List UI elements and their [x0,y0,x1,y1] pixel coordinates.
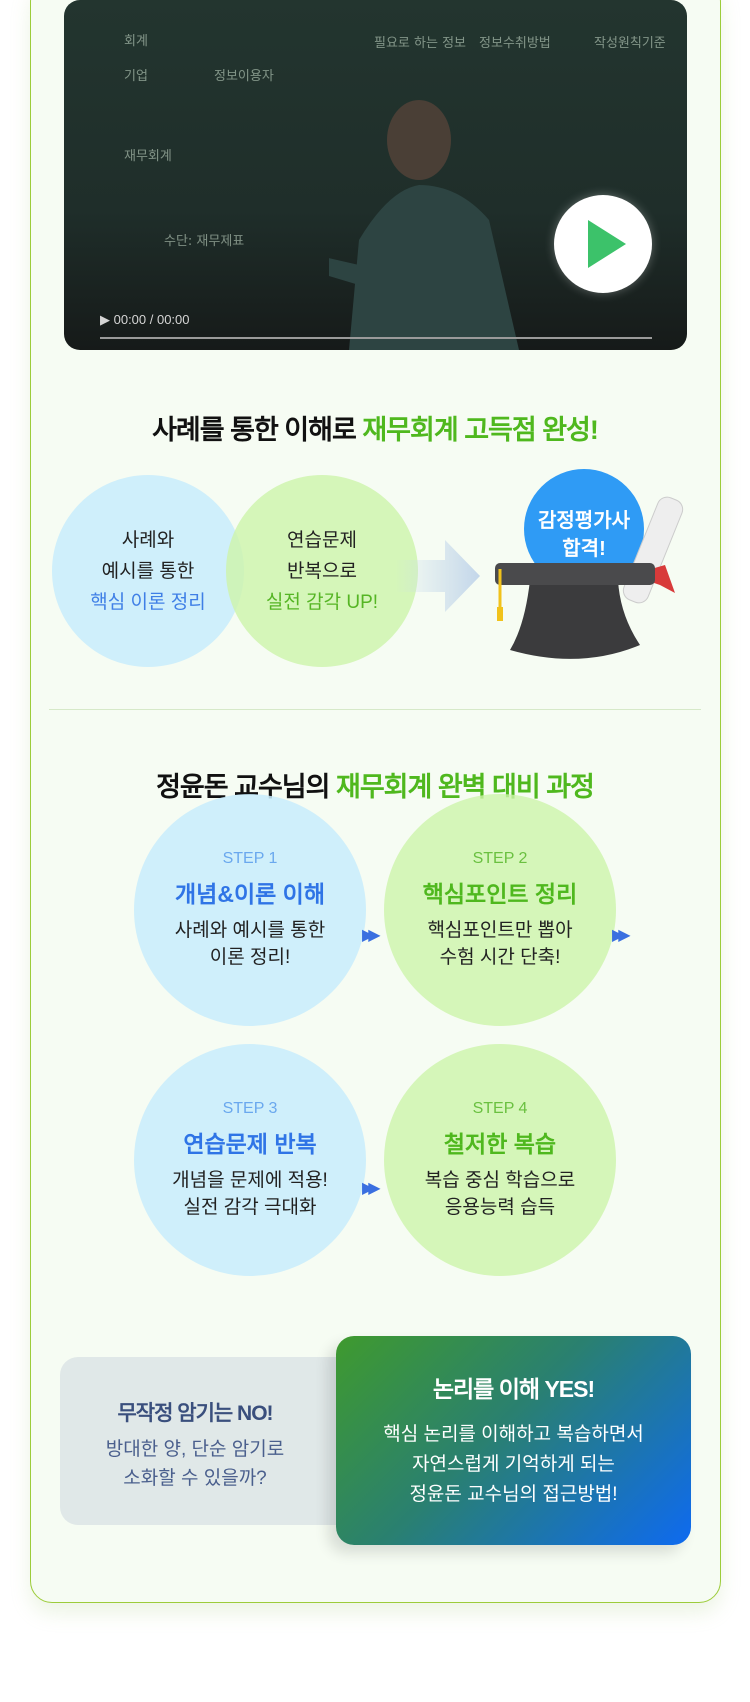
chalk-text: 정보수취방법 [479,36,551,51]
badge-text: 합격! [562,538,606,560]
step-desc: 응용능력 습득 [444,1197,556,1218]
step-3: STEP 3 연습문제 반복 개념을 문제에 적용! 실전 감각 극대화 [134,1044,366,1276]
step-title: 연습문제 반복 [183,1131,317,1157]
no-card: 무작정 암기는 NO! 방대한 양, 단순 암기로 소화할 수 있을까? [60,1357,360,1525]
step-desc: 사례와 예시를 통한 [174,920,326,941]
yes-card: 논리를 이해 YES! 핵심 논리를 이해하고 복습하면서 자연스럽게 기억하게… [336,1336,691,1545]
double-arrow-icon: ▶▶ [362,1180,380,1197]
chalk-text: 정보이용자 [214,69,274,84]
play-small-icon[interactable]: ▶ [100,312,114,327]
title-green: 재무회계 고득점 완성! [362,415,599,445]
step-label: STEP 3 [222,1100,278,1117]
chalk-text: 재무회계 [124,149,172,164]
circle-text: 연습문제 [287,529,357,551]
section1-title: 사례를 통한 이해로 재무회계 고득점 완성! [0,408,750,447]
circle-theory: 사례와 예시를 통한 핵심 이론 정리 [52,475,244,667]
step-desc: 이론 정리! [209,947,291,968]
title-green: 재무회계 완벽 대비 과정 [335,772,595,802]
no-title: 무작정 암기는 NO! [117,1402,273,1425]
section2-title: 정윤돈 교수님의 재무회계 완벽 대비 과정 [0,765,750,804]
time-text: 00:00 / 00:00 [113,312,190,327]
no-desc: 소화할 수 있을까? [123,1468,267,1489]
chalk-text: 필요로 하는 정보 [374,36,466,51]
video-player[interactable]: 회계 기업 정보이용자 필요로 하는 정보 정보수취방법 작성원칙기준 재무회계… [64,0,687,350]
circle-highlight: 실전 감각 UP! [265,591,379,613]
chalk-text: 기업 [124,69,148,84]
lecturer-image [329,100,519,350]
yes-desc: 자연스럽게 기억하게 되는 [412,1454,615,1475]
yes-desc: 정윤돈 교수님의 접근방법! [409,1484,618,1505]
chalk-text: 회계 [124,34,148,49]
step-1: STEP 1 개념&이론 이해 사례와 예시를 통한 이론 정리! [134,794,366,1026]
step-desc: 핵심포인트만 뽑아 [427,920,573,941]
play-icon [588,220,626,268]
arrow-right-icon [395,540,480,612]
section-divider [49,709,701,710]
no-desc: 방대한 양, 단순 암기로 [105,1439,285,1460]
title-black: 사례를 통한 이해로 [152,415,363,445]
step-desc: 개념을 문제에 적용! [172,1170,328,1191]
circle-text: 사례와 [121,529,175,551]
graduation-cap-icon [495,496,684,659]
progress-bar[interactable] [100,337,652,339]
step-title: 핵심포인트 정리 [422,881,578,907]
circle-text: 예시를 통한 [101,560,195,582]
circle-text: 반복으로 [287,560,357,582]
step-label: STEP 4 [472,1100,528,1117]
circle-highlight: 핵심 이론 정리 [90,591,206,613]
chalk-text: 작성원칙기준 [594,36,666,51]
step-desc: 실전 감각 극대화 [183,1197,317,1218]
play-button[interactable] [554,195,652,293]
step-desc: 복습 중심 학습으로 [424,1170,576,1191]
step-2: STEP 2 핵심포인트 정리 핵심포인트만 뽑아 수험 시간 단축! [384,794,616,1026]
step-label: STEP 1 [222,850,278,867]
step-4: STEP 4 철저한 복습 복습 중심 학습으로 응용능력 습득 [384,1044,616,1276]
step-title: 철저한 복습 [443,1131,557,1157]
step-desc: 수험 시간 단축! [439,947,561,968]
double-arrow-icon: ▶▶ [612,927,630,944]
yes-title: 논리를 이해 YES! [432,1376,595,1402]
circle-practice: 연습문제 반복으로 실전 감각 UP! [226,475,418,667]
step-label: STEP 2 [472,850,528,867]
step-title: 개념&이론 이해 [175,881,325,907]
badge-text: 감정평가사 [538,510,630,532]
time-display: ▶ 00:00 / 00:00 [100,312,190,328]
chalk-text: 수단: 재무제표 [164,234,245,249]
double-arrow-icon: ▶▶ [362,927,380,944]
yes-desc: 핵심 논리를 이해하고 복습하면서 [383,1424,644,1445]
